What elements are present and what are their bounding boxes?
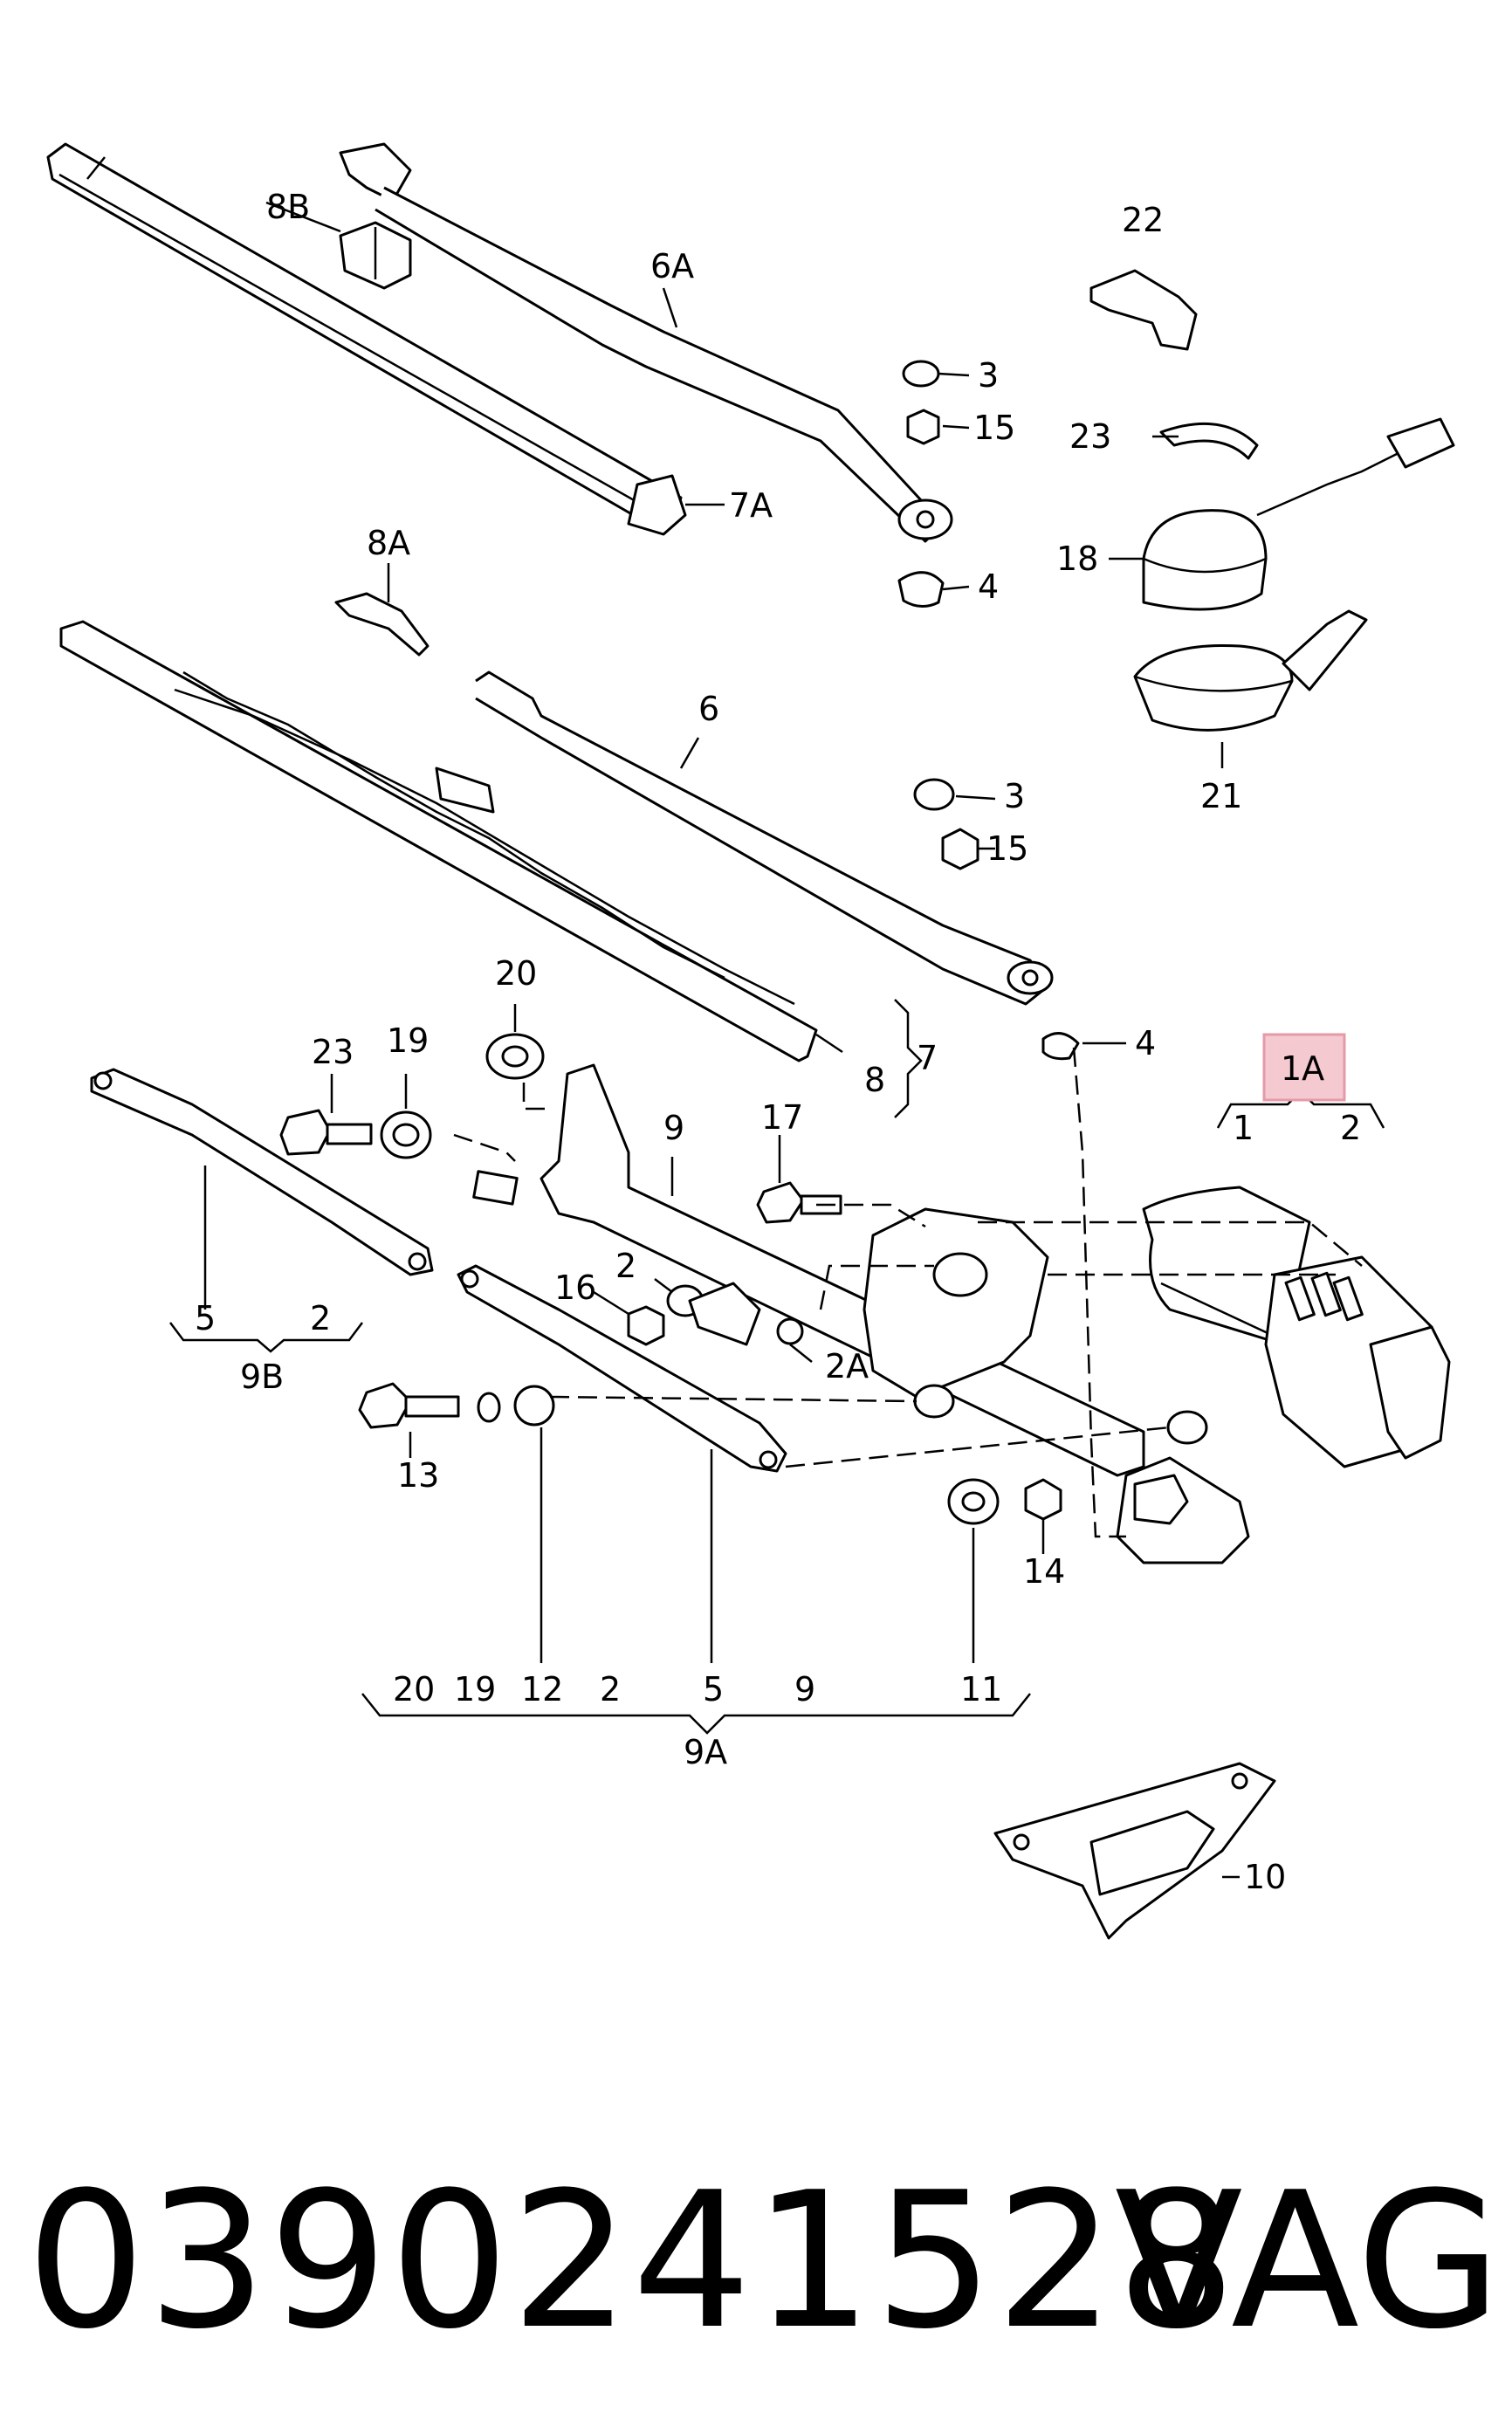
callout-22: 22 <box>1122 201 1164 239</box>
wiper-arm-6a <box>339 142 953 543</box>
nut-16 <box>627 1305 665 1346</box>
callout-3-mid: 3 <box>1004 777 1025 815</box>
linkage-rod-5-mid <box>457 1264 787 1473</box>
callout-9: 9 <box>663 1109 684 1147</box>
callout-9-bottom: 9 <box>794 1670 815 1709</box>
wiper-blade-7a <box>46 142 687 536</box>
callout-2-bottom: 2 <box>600 1670 621 1709</box>
callout-20-top: 20 <box>495 954 537 993</box>
callout-8a: 8A <box>367 524 410 562</box>
bolt-13 <box>358 1382 555 1429</box>
nut-14 <box>1024 1478 1062 1521</box>
bolt-17 <box>756 1181 842 1224</box>
callout-8b: 8B <box>266 188 310 226</box>
callout-labels: 8B 6A 7A 22 3 15 23 18 4 8A 21 6 3 15 20… <box>195 188 1361 1896</box>
callout-5-left: 5 <box>195 1299 216 1337</box>
callout-11-bottom: 11 <box>960 1670 1002 1709</box>
callout-12: 12 <box>521 1670 563 1709</box>
callout-17: 17 <box>761 1098 803 1137</box>
linkage-frame-9 <box>472 1063 1250 1564</box>
callout-20-bottom: 20 <box>393 1670 435 1709</box>
callout-2a: 2A <box>825 1347 869 1385</box>
callout-23-top: 23 <box>1069 417 1111 456</box>
callout-1: 1 <box>1233 1109 1254 1147</box>
callout-8: 8 <box>864 1061 885 1099</box>
callout-15-mid: 15 <box>986 829 1028 868</box>
callout-1a: 1A <box>1281 1049 1324 1088</box>
grommet-20 <box>485 1033 545 1080</box>
callout-7a: 7A <box>729 486 773 525</box>
grommet-11 <box>947 1478 1000 1525</box>
wiper-arm-6 <box>475 670 1054 1006</box>
callout-6: 6 <box>698 690 719 728</box>
callout-5-bottom: 5 <box>703 1670 724 1709</box>
callout-2-left: 2 <box>310 1299 331 1337</box>
bolt-23 <box>279 1109 373 1156</box>
cap-nut-washer-set-top <box>897 360 945 608</box>
callout-10: 10 <box>1244 1858 1286 1896</box>
wiper-motor-1 <box>1142 1186 1451 1468</box>
callout-9b: 9B <box>240 1358 284 1396</box>
clip-8a <box>334 592 430 657</box>
part-number: 0390241528 <box>26 2151 1238 2370</box>
callout-2-pin: 2 <box>615 1247 636 1285</box>
callout-14: 14 <box>1023 1552 1065 1591</box>
braces <box>169 999 1385 1735</box>
callout-3-top: 3 <box>978 356 999 395</box>
callout-19-top: 19 <box>387 1021 429 1060</box>
assembly-dash-lines <box>453 1047 1363 1538</box>
callout-4-mid: 4 <box>1135 1024 1156 1062</box>
cap-nut-washer-set-mid <box>913 778 1080 1061</box>
brand-label: VAG <box>1114 2151 1502 2370</box>
ring-23 <box>1159 422 1259 460</box>
callout-6a: 6A <box>650 247 694 285</box>
clip-8b <box>339 221 412 290</box>
wiper-assembly-diagram: 8B 6A 7A 22 3 15 23 18 4 8A 21 6 3 15 20… <box>46 142 1455 1940</box>
bush-19 <box>380 1110 432 1159</box>
linkage-rod-5-top <box>90 1068 434 1276</box>
callout-23-mid: 23 <box>312 1033 354 1071</box>
callout-7: 7 <box>917 1039 938 1077</box>
bracket-22 <box>1089 269 1198 351</box>
footer: 0390241528 VAG <box>26 2130 1502 2392</box>
callout-18: 18 <box>1056 540 1098 578</box>
callout-4-top: 4 <box>978 567 999 606</box>
bracket-10 <box>993 1762 1276 1940</box>
callout-19-bottom: 19 <box>454 1670 496 1709</box>
callout-16: 16 <box>554 1269 596 1307</box>
wiper-blade-8 <box>59 620 818 1062</box>
washer-2a <box>776 1317 804 1345</box>
base-21 <box>1133 609 1368 732</box>
leader-lines <box>203 201 1240 1879</box>
callout-15-top: 15 <box>973 409 1015 447</box>
callout-9a: 9A <box>684 1733 727 1771</box>
callout-2-motor: 2 <box>1340 1109 1361 1147</box>
callout-13: 13 <box>397 1456 439 1495</box>
callout-21: 21 <box>1200 777 1242 815</box>
pin-2 <box>666 1282 761 1346</box>
motor-cover-18 <box>1142 417 1455 611</box>
highlight-1a <box>1262 1033 1346 1102</box>
